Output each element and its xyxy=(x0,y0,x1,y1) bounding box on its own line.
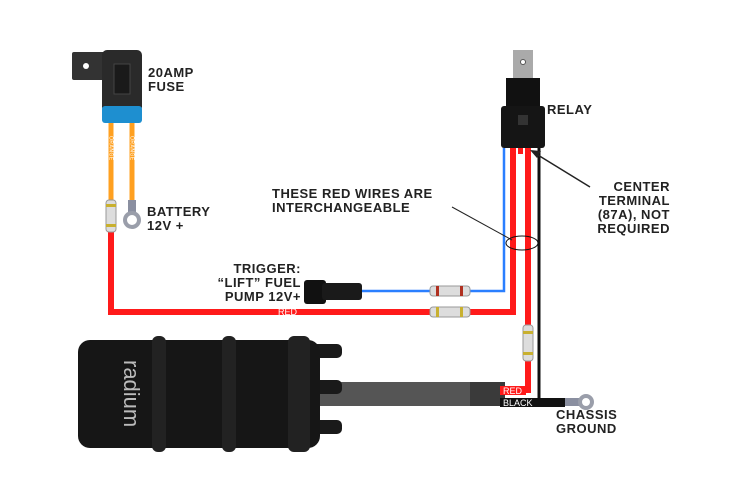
fuse-label: 20AMP FUSE xyxy=(148,66,194,94)
label-line: CENTER xyxy=(613,179,670,194)
label-line: (87A), NOT xyxy=(597,207,670,222)
label-line: “LIFT” FUEL xyxy=(217,275,301,290)
ring-terminal-crimp xyxy=(565,398,579,406)
wire-label-orange: ORANGE xyxy=(129,136,135,161)
pointer-line xyxy=(451,206,513,241)
splice-band xyxy=(460,307,463,317)
battery-label: BATTERY 12V + xyxy=(147,205,210,233)
arrow-head-icon xyxy=(530,150,541,158)
label-line: 20AMP xyxy=(148,65,194,80)
blue-wire-trigger xyxy=(360,148,506,293)
relay-icon xyxy=(501,50,545,154)
wire-label-red: RED xyxy=(278,307,298,317)
ring-terminal-crimp xyxy=(128,200,136,212)
label-line: PUMP 12V+ xyxy=(224,289,301,304)
red-lead xyxy=(500,386,526,395)
label-line: TRIGGER: xyxy=(233,261,301,276)
battery-ring-terminal-icon xyxy=(123,211,141,229)
label-line: GROUND xyxy=(556,421,617,436)
label-line: FUSE xyxy=(148,79,185,94)
splice-band xyxy=(436,307,439,317)
fuse-holder-icon xyxy=(72,50,142,123)
wire-label-red-pump: RED xyxy=(503,386,523,396)
black-lead xyxy=(500,398,565,407)
splice-band xyxy=(523,352,533,355)
splice-band xyxy=(106,224,116,227)
ground-ring-terminal-icon xyxy=(578,394,594,410)
center-terminal-label: CENTER TERMINAL (87A), NOT REQUIRED xyxy=(580,180,670,236)
splice-band xyxy=(523,331,533,334)
splice-band xyxy=(436,286,439,296)
splice-band xyxy=(460,286,463,296)
label-line: INTERCHANGEABLE xyxy=(272,200,411,215)
pump-brand-logo: radium xyxy=(119,360,144,427)
trigger-label: TRIGGER: “LIFT” FUEL PUMP 12V+ xyxy=(200,262,301,304)
relay-label: RELAY xyxy=(547,102,593,117)
label-line: TERMINAL xyxy=(598,193,670,208)
label-line: CHASSIS xyxy=(556,407,618,422)
trigger-connector-icon xyxy=(304,280,362,304)
splice-connector xyxy=(522,324,534,362)
red-wire-battery xyxy=(108,148,516,315)
wire-label-black: BLACK xyxy=(503,398,533,408)
label-line: THESE RED WIRES ARE xyxy=(272,186,433,201)
splice-band xyxy=(106,204,116,207)
pointer-line xyxy=(532,151,591,188)
highlight-ellipse xyxy=(505,235,539,251)
fuel-pump-icon: radium xyxy=(78,336,505,452)
chassis-ground-label: CHASSIS GROUND xyxy=(556,408,617,436)
wire-label-orange: ORANGE xyxy=(108,136,114,161)
interchangeable-label: THESE RED WIRES ARE INTERCHANGEABLE xyxy=(272,187,433,215)
label-line: BATTERY xyxy=(147,204,211,219)
black-wire-ground xyxy=(537,148,570,404)
label-line: 12V + xyxy=(147,218,184,233)
label-line: REQUIRED xyxy=(597,221,670,236)
